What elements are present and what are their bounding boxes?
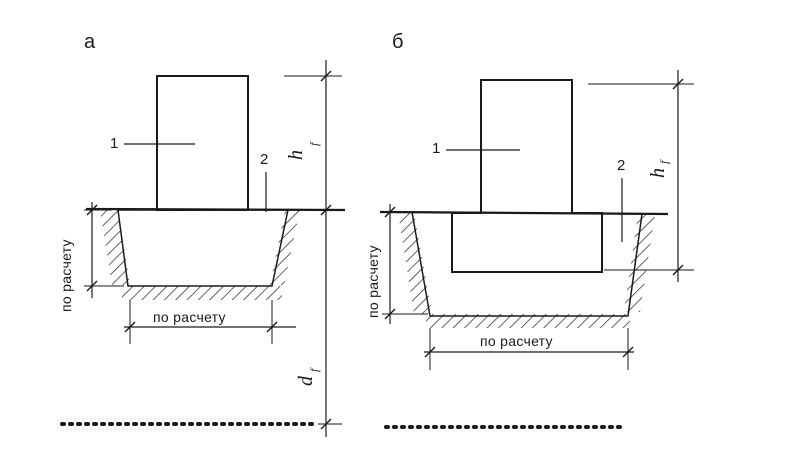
panel-a-left-soil-hatch: [100, 210, 130, 285]
panel-b: б 1 2 по расчету по расчету: [365, 31, 694, 429]
hf-symbol-b: h: [647, 168, 669, 178]
panel-b-ground-line: [379, 210, 669, 216]
panel-b-bottom-soil-hatch: [426, 314, 630, 328]
panel-a-sand-cushion: [117, 209, 289, 287]
panel-a-hf-label: h f: [285, 141, 321, 160]
panel-a-ground-line: [85, 207, 346, 212]
panel-b-hf-label: h f: [647, 159, 671, 178]
panel-a-right-soil-hatch: [270, 210, 300, 285]
df-subscript: f: [307, 367, 321, 372]
df-symbol: d: [295, 375, 317, 386]
panel-b-left-soil-hatch: [398, 212, 432, 314]
panel-a-letter: а: [84, 31, 96, 53]
panel-b-vertical-dim-label: по расчету: [365, 245, 381, 318]
panel-a-label-2: 2: [260, 151, 268, 168]
panel-b-horizontal-dim-label: по расчету: [480, 333, 553, 349]
hf-symbol: h: [285, 150, 307, 160]
panel-a-vertical-dim-label: по расчету: [58, 239, 74, 312]
panel-a-column: [156, 75, 249, 211]
hf-subscript-b: f: [657, 159, 671, 164]
panel-b-label-2: 2: [617, 157, 625, 174]
panel-a-df-label: d f: [295, 367, 321, 386]
panel-a-label-1: 1: [110, 135, 118, 152]
hf-subscript: f: [307, 141, 321, 146]
panel-b-label-1: 1: [432, 140, 440, 157]
panel-a-bottom-soil-hatch: [122, 286, 282, 300]
panel-b-sand-cushion: [411, 211, 643, 317]
panel-b-letter: б: [392, 31, 403, 53]
panel-b-foundation: [451, 79, 603, 273]
panel-a: а 1 2 по расчету по расчету: [58, 31, 346, 437]
panel-a-horizontal-dim-label: по расчету: [153, 309, 226, 325]
